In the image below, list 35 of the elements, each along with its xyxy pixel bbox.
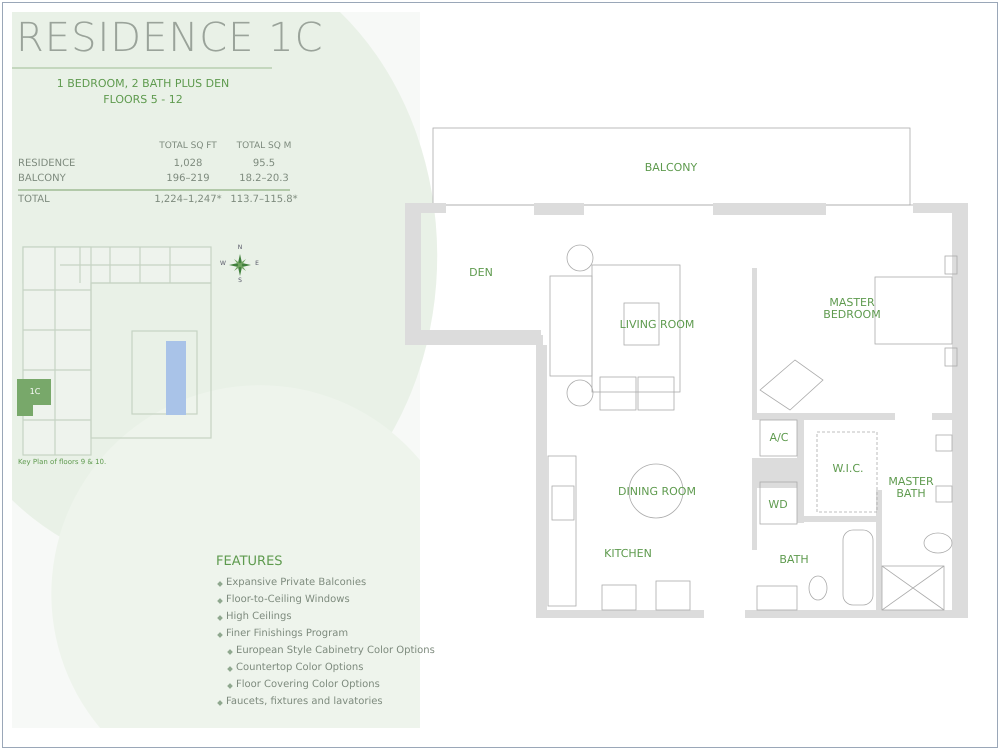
room-label: DEN <box>469 267 493 280</box>
subtitle: 1 BEDROOM, 2 BATH PLUS DEN <box>56 78 230 90</box>
area-value: 1,224–1,247* <box>154 194 222 205</box>
feature-item: High Ceilings <box>226 611 292 622</box>
room-label: A/C <box>770 432 788 444</box>
area-value: 196–219 <box>166 173 210 184</box>
feature-item: Faucets, fixtures and lavatories <box>226 696 383 707</box>
row-label: RESIDENCE <box>18 158 76 169</box>
feature-item: Expansive Private Balconies <box>226 577 366 588</box>
room-label: MASTER BATH <box>887 476 935 500</box>
subtitle: FLOORS 5 - 12 <box>103 94 183 106</box>
area-value: 18.2–20.3 <box>239 173 289 184</box>
room-label: W.I.C. <box>832 463 864 476</box>
unit-label: 1C <box>30 388 40 397</box>
room-label: DINING ROOM <box>618 486 696 498</box>
room-label: MASTER BEDROOM <box>822 297 882 322</box>
area-value: 95.5 <box>252 158 276 169</box>
feature-item: European Style Cabinetry Color Options <box>236 645 435 656</box>
feature-item: Floor Covering Color Options <box>236 679 380 690</box>
feature-item: Floor-to-Ceiling Windows <box>226 594 350 605</box>
room-label: KITCHEN <box>604 548 652 560</box>
room-label: BATH <box>779 554 809 566</box>
row-label: TOTAL <box>18 194 50 205</box>
feature-item: Countertop Color Options <box>236 662 364 673</box>
section-heading: FEATURES <box>216 555 283 570</box>
column-header: TOTAL SQ FT <box>159 142 217 152</box>
row-label: BALCONY <box>18 173 66 184</box>
area-value: 113.7–115.8* <box>230 194 298 205</box>
area-value: 1,028 <box>174 158 202 169</box>
room-label: LIVING ROOM <box>620 319 694 332</box>
feature-item: Finer Finishings Program <box>226 628 348 639</box>
room-label: WD <box>768 499 788 512</box>
title: RESIDENCE 1C <box>16 16 324 60</box>
room-label: BALCONY <box>644 162 698 174</box>
column-header: TOTAL SQ M <box>236 142 292 152</box>
